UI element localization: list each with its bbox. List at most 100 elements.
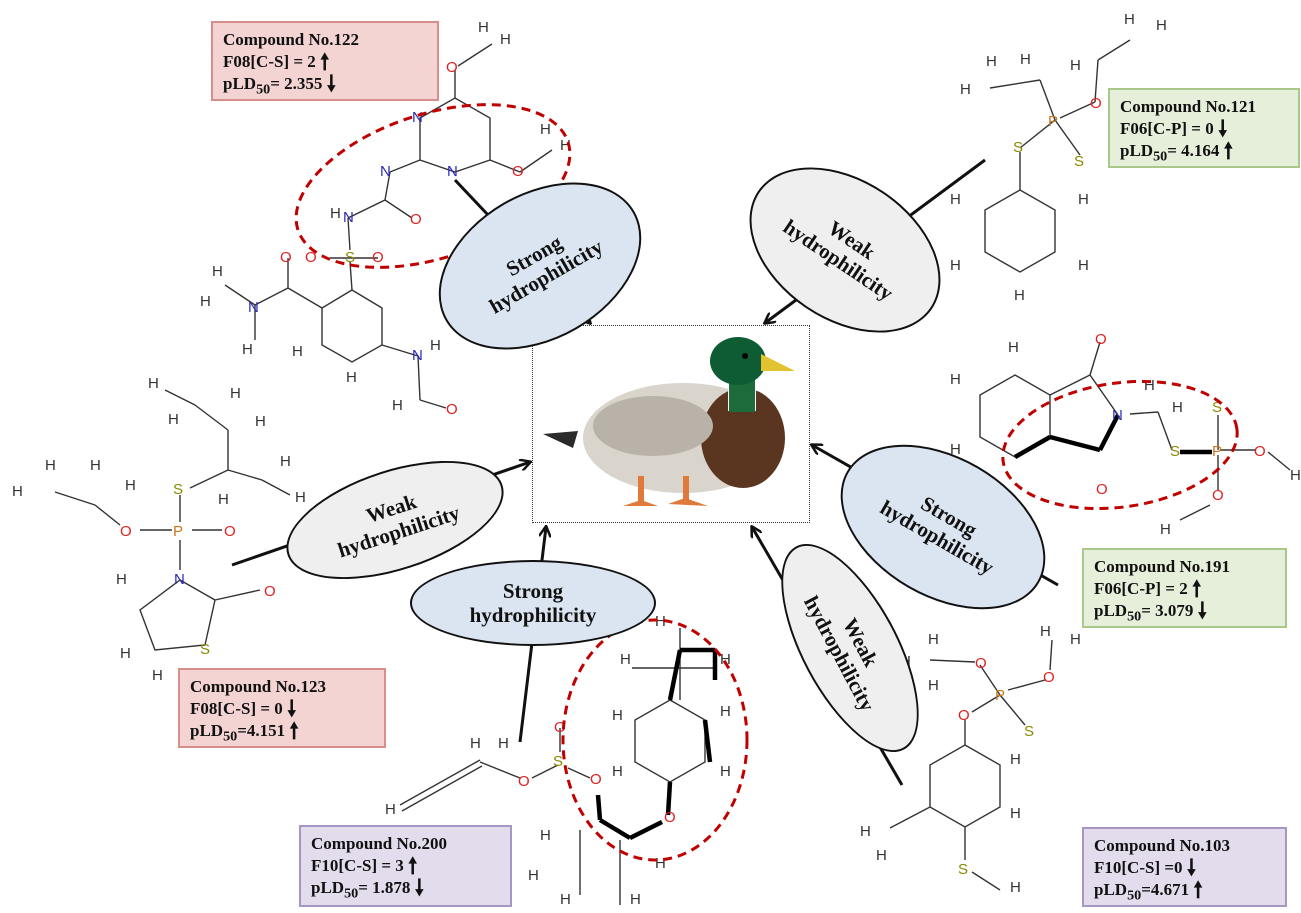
arrow-down-icon: 🠗 [1197,599,1208,624]
svg-text:H: H [292,343,303,360]
highlight-200 [561,618,749,862]
compound-title: Compound No.123 [190,677,327,696]
pld50-value: =4.671 [1141,880,1190,899]
svg-text:O: O [590,771,602,788]
svg-text:H: H [148,375,159,392]
svg-text:H: H [1008,339,1019,356]
svg-text:S: S [1024,723,1034,740]
svg-text:H: H [1144,377,1155,394]
svg-text:H: H [560,891,571,908]
svg-text:H: H [218,491,229,508]
arrow-down-icon: 🠗 [414,876,425,901]
bold-bonds-191 [1013,413,1212,459]
pld50-value: = 1.878 [358,878,411,897]
compound-box-122: Compound No.122 F08[C-S] = 2 🠕 pLD50= 2.… [211,21,439,101]
svg-text:H: H [430,337,441,354]
svg-text:H: H [500,31,511,48]
svg-text:H: H [330,205,341,222]
svg-text:H: H [168,411,179,428]
svg-text:H: H [242,341,253,358]
svg-text:O: O [446,59,458,76]
svg-text:H: H [200,293,211,310]
arrow-down-icon: 🠗 [287,697,297,722]
pld50-value: =4.151 [237,721,286,740]
svg-text:O: O [975,655,987,672]
svg-text:O: O [518,773,530,790]
svg-text:H: H [152,667,163,684]
svg-text:H: H [1070,57,1081,74]
svg-text:H: H [620,651,631,668]
svg-text:N: N [1112,407,1123,424]
svg-text:S: S [958,861,968,878]
svg-text:H: H [12,483,23,500]
svg-text:H: H [528,867,539,884]
svg-text:O: O [305,249,317,266]
compound-box-191: Compound No.191 F06[C-P] = 2 🠕 pLD50= 3.… [1082,548,1287,628]
arrow-up-icon: 🠕 [289,719,299,744]
svg-text:H: H [630,891,641,908]
svg-text:O: O [1090,95,1102,112]
svg-text:H: H [655,613,666,630]
svg-text:O: O [224,523,236,540]
pld50-value: = 4.164 [1167,141,1220,160]
compound-box-200: Compound No.200 F10[C-S] = 3 🠕 pLD50= 1.… [299,825,512,907]
compound-title: Compound No.103 [1094,836,1231,855]
compound-title: Compound No.200 [311,834,448,853]
bold-bonds-200 [595,647,718,841]
compound-title: Compound No.121 [1120,97,1257,116]
svg-text:H: H [116,571,127,588]
arrow-up-icon: 🠕 [1191,577,1202,602]
arrow-up-icon: 🠕 [320,50,330,75]
molecule-103 [889,639,1053,891]
svg-text:N: N [174,571,185,588]
compound-title: Compound No.122 [223,30,360,49]
duck-image-frame [532,325,810,523]
svg-text:H: H [45,457,56,474]
feature-value: F10[C-S] =0 [1094,858,1183,877]
svg-text:H: H [1020,51,1031,68]
svg-text:O: O [410,211,422,228]
svg-text:O: O [512,163,524,180]
feature-value: F10[C-S] = 3 [311,856,404,875]
svg-text:H: H [1010,879,1021,896]
svg-text:O: O [1095,331,1107,348]
duck-image [543,337,795,506]
svg-text:O: O [554,719,566,736]
arrow-down-icon: 🠗 [326,72,337,97]
svg-text:O: O [1043,669,1055,686]
svg-text:H: H [1078,191,1089,208]
svg-text:H: H [120,645,131,662]
svg-text:H: H [1070,631,1081,648]
svg-text:H: H [470,735,481,752]
svg-text:O: O [1096,481,1108,498]
svg-text:N: N [412,109,423,126]
svg-text:H: H [1040,623,1051,640]
svg-text:H: H [928,677,939,694]
molecule-200 [399,628,715,905]
svg-text:S: S [1013,139,1023,156]
svg-text:H: H [385,801,396,818]
svg-text:O: O [1254,443,1266,460]
svg-text:H: H [612,707,623,724]
molecule-123 [54,389,291,651]
svg-text:H: H [876,847,887,864]
svg-text:O: O [958,707,970,724]
svg-text:N: N [447,163,458,180]
svg-text:H: H [986,53,997,70]
svg-text:H: H [1078,257,1089,274]
svg-text:H: H [960,81,971,98]
svg-text:H: H [1124,11,1135,28]
svg-text:H: H [655,855,666,872]
arrow-down-icon: 🠗 [1186,856,1197,881]
svg-text:N: N [380,163,391,180]
svg-text:H: H [1290,467,1301,484]
svg-text:P: P [995,687,1005,704]
arrow-down-icon: 🠗 [1217,117,1228,142]
svg-text:O: O [1212,487,1224,504]
atoms-191: ON OS PS OO HH HH HH H [950,331,1301,538]
svg-text:H: H [392,397,403,414]
svg-text:S: S [553,753,563,770]
